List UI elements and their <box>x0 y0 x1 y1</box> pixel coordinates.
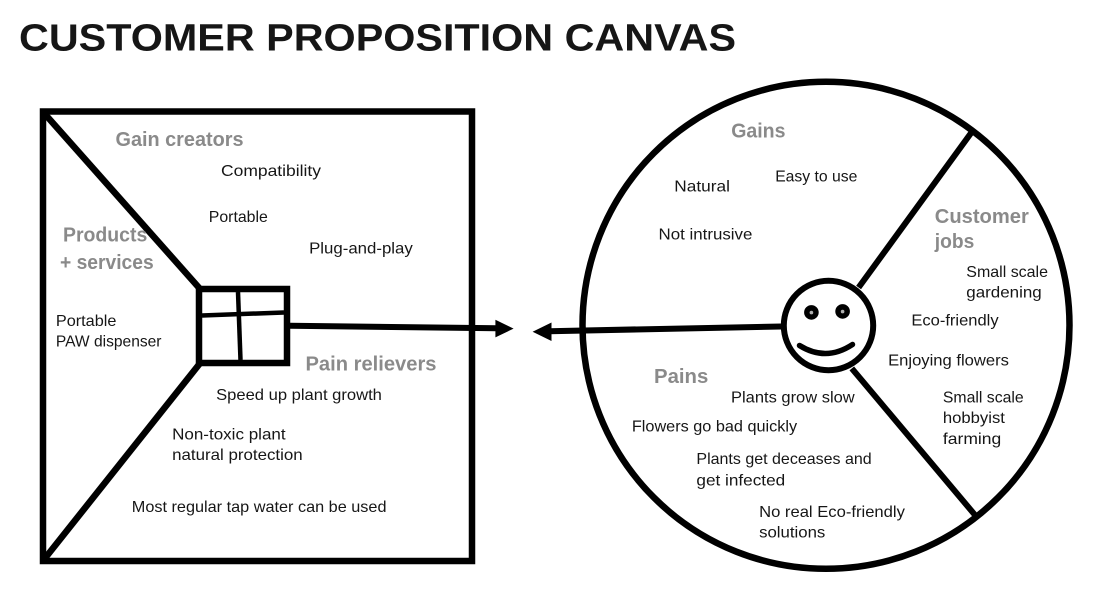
svg-text:get infected: get infected <box>696 473 785 490</box>
svg-text:natural protection: natural protection <box>172 447 303 464</box>
svg-text:Easy to use: Easy to use <box>775 168 857 185</box>
svg-text:Enjoying flowers: Enjoying flowers <box>888 353 1009 370</box>
svg-text:gardening: gardening <box>966 284 1041 301</box>
svg-text:Pains: Pains <box>654 366 708 388</box>
svg-text:No real Eco-friendly: No real Eco-friendly <box>759 504 905 521</box>
svg-text:Plants get deceases and: Plants get deceases and <box>696 451 871 468</box>
svg-text:Portable: Portable <box>56 313 117 330</box>
svg-text:jobs: jobs <box>934 231 974 253</box>
svg-text:Small scale: Small scale <box>943 390 1024 407</box>
svg-text:Small scale: Small scale <box>966 264 1048 281</box>
svg-text:Eco-friendly: Eco-friendly <box>911 312 998 329</box>
svg-text:PAW dispenser: PAW dispenser <box>56 333 162 350</box>
svg-text:Most regular tap water can be: Most regular tap water can be used <box>132 499 387 516</box>
svg-text:Flowers go bad quickly: Flowers go bad quickly <box>632 418 797 435</box>
svg-text:Customer: Customer <box>935 206 1029 228</box>
svg-text:Not intrusive: Not intrusive <box>659 227 753 244</box>
svg-text:Products: Products <box>63 224 147 246</box>
svg-text:Compatibility: Compatibility <box>221 163 321 180</box>
svg-text:Plants grow slow: Plants grow slow <box>731 390 855 407</box>
svg-text:Gains: Gains <box>731 120 785 142</box>
svg-text:Plug-and-play: Plug-and-play <box>309 241 413 258</box>
svg-text:solutions: solutions <box>759 524 825 541</box>
svg-text:CUSTOMER PROPOSITION CANVAS: CUSTOMER PROPOSITION CANVAS <box>19 18 736 60</box>
svg-text:Portable: Portable <box>209 209 268 226</box>
svg-text:+ services: + services <box>60 252 154 274</box>
svg-text:Natural: Natural <box>674 179 730 196</box>
svg-text:Gain creators: Gain creators <box>116 129 244 151</box>
svg-text:Pain relievers: Pain relievers <box>306 353 437 375</box>
svg-text:hobbyist: hobbyist <box>943 410 1006 427</box>
svg-text:Non-toxic plant: Non-toxic plant <box>172 427 286 444</box>
svg-text:farming: farming <box>943 431 1001 448</box>
svg-text:Speed up plant growth: Speed up plant growth <box>216 387 382 404</box>
